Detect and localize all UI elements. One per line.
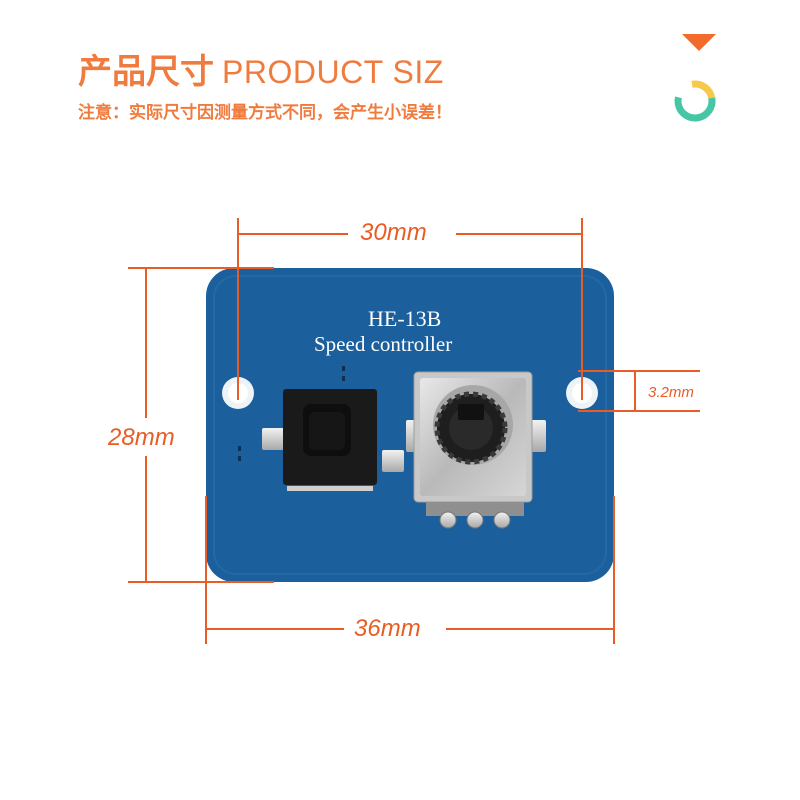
silkscreen-dots	[238, 366, 345, 461]
push-button	[262, 389, 404, 491]
dim-width: 36mm	[354, 615, 421, 642]
potentiometer	[406, 371, 546, 529]
measurement-note: 注意：实际尺寸因测量方式不同，会产生小误差！	[78, 103, 452, 123]
color-ring-icon	[674, 80, 716, 122]
triangle-down-icon	[682, 34, 716, 51]
dim-hole-spacing: 30mm	[360, 219, 427, 246]
title-chinese: 产品尺寸	[78, 52, 214, 92]
board-model: HE-13B	[368, 306, 442, 331]
dimension-lines	[128, 218, 700, 644]
dim-height: 28mm	[108, 424, 175, 451]
title-english: PRODUCT SIZ	[222, 54, 444, 90]
board-name: Speed controller	[314, 332, 453, 356]
dim-hole-diameter: 3.2mm	[648, 384, 694, 401]
